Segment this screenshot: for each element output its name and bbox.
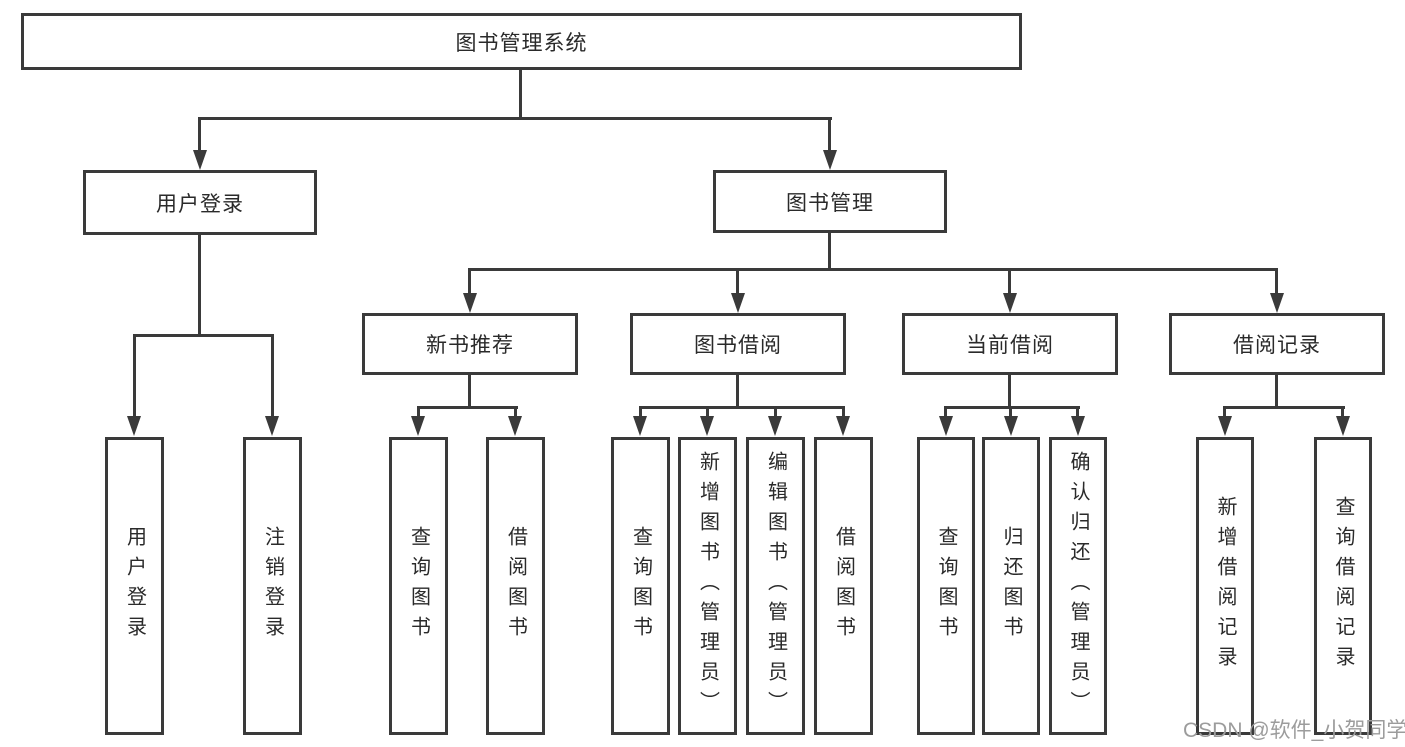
- connector-hline: [944, 406, 1080, 409]
- arrowhead-down-icon: [1071, 416, 1085, 436]
- arrowhead-down-icon: [1336, 416, 1350, 436]
- connector-hline: [639, 406, 845, 409]
- leaf-label: 查询图书: [407, 526, 430, 646]
- leaf-logout: 注销登录: [243, 437, 302, 735]
- arrowhead-down-icon: [193, 150, 207, 170]
- leaf-label: 查询借阅记录: [1332, 496, 1354, 676]
- node-current-borrow: 当前借阅: [902, 313, 1118, 375]
- leaf-borrow-books: 借阅图书: [814, 437, 873, 735]
- leaf-label: 查询图书: [935, 526, 957, 646]
- connector-hline: [1223, 406, 1345, 409]
- connector-vline: [1223, 406, 1226, 419]
- leaf-query-books-current: 查询图书: [917, 437, 975, 735]
- connector-hline: [198, 117, 832, 120]
- leaf-query-borrow-record: 查询借阅记录: [1314, 437, 1372, 735]
- arrowhead-down-icon: [700, 416, 714, 436]
- connector-vline: [1341, 406, 1344, 419]
- connector-vline: [1008, 268, 1011, 296]
- leaf-add-borrow-record: 新增借阅记录: [1196, 437, 1254, 735]
- connector-vline: [514, 406, 517, 419]
- arrowhead-down-icon: [633, 416, 647, 436]
- connector-vline: [1275, 268, 1278, 296]
- leaf-user-login: 用户登录: [105, 437, 164, 735]
- leaf-query-books-recommend: 查询图书: [389, 437, 448, 735]
- arrowhead-down-icon: [463, 293, 477, 313]
- connector-vline: [1008, 375, 1011, 409]
- connector-vline: [271, 334, 274, 419]
- leaf-label: 确认归还（管理员）: [1067, 451, 1089, 721]
- node-root: 图书管理系统: [21, 13, 1022, 70]
- connector-vline: [1076, 406, 1079, 419]
- connector-vline: [828, 233, 831, 271]
- leaf-borrow-books-recommend: 借阅图书: [486, 437, 545, 735]
- connector-vline: [774, 406, 777, 419]
- connector-vline: [1009, 406, 1012, 419]
- leaf-add-book-admin: 新增图书（管理员）: [678, 437, 737, 735]
- connector-vline: [417, 406, 420, 419]
- node-borrow-records: 借阅记录: [1169, 313, 1385, 375]
- leaf-edit-book-admin: 编辑图书（管理员）: [746, 437, 805, 735]
- connector-vline: [1275, 375, 1278, 409]
- arrowhead-down-icon: [836, 416, 850, 436]
- csdn-watermark: CSDN @软件_小贺同学: [1183, 719, 1405, 742]
- connector-vline: [828, 117, 831, 154]
- connector-vline: [468, 268, 471, 296]
- arrowhead-down-icon: [823, 150, 837, 170]
- node-user-login: 用户登录: [83, 170, 317, 235]
- connector-vline: [468, 375, 471, 409]
- connector-vline: [736, 375, 739, 409]
- arrowhead-down-icon: [1218, 416, 1232, 436]
- node-book-borrow: 图书借阅: [630, 313, 846, 375]
- leaf-label: 归还图书: [1000, 526, 1022, 646]
- arrowhead-down-icon: [768, 416, 782, 436]
- leaf-query-books-borrow: 查询图书: [611, 437, 670, 735]
- arrowhead-down-icon: [1003, 293, 1017, 313]
- leaf-label: 新增借阅记录: [1214, 496, 1236, 676]
- arrowhead-down-icon: [411, 416, 425, 436]
- arrowhead-down-icon: [508, 416, 522, 436]
- connector-vline: [639, 406, 642, 419]
- arrowhead-down-icon: [939, 416, 953, 436]
- connector-vline: [842, 406, 845, 419]
- arrowhead-down-icon: [1004, 416, 1018, 436]
- leaf-label: 借阅图书: [504, 526, 527, 646]
- leaf-label: 新增图书（管理员）: [696, 451, 719, 721]
- arrowhead-down-icon: [265, 416, 279, 436]
- leaf-return-book: 归还图书: [982, 437, 1040, 735]
- connector-hline: [417, 406, 518, 409]
- connector-vline: [519, 69, 522, 119]
- arrowhead-down-icon: [1270, 293, 1284, 313]
- leaf-label: 用户登录: [123, 526, 146, 646]
- connector-vline: [198, 235, 201, 337]
- connector-hline: [133, 334, 274, 337]
- connector-vline: [736, 268, 739, 296]
- node-new-book-recommend: 新书推荐: [362, 313, 578, 375]
- connector-vline: [198, 117, 201, 154]
- leaf-confirm-return-admin: 确认归还（管理员）: [1049, 437, 1107, 735]
- connector-hline: [468, 268, 1278, 271]
- connector-vline: [706, 406, 709, 419]
- arrowhead-down-icon: [127, 416, 141, 436]
- leaf-label: 借阅图书: [832, 526, 855, 646]
- connector-vline: [944, 406, 947, 419]
- leaf-label: 查询图书: [629, 526, 652, 646]
- node-book-management: 图书管理: [713, 170, 947, 233]
- connector-vline: [133, 334, 136, 419]
- leaf-label: 编辑图书（管理员）: [764, 451, 787, 721]
- arrowhead-down-icon: [731, 293, 745, 313]
- leaf-label: 注销登录: [261, 526, 284, 646]
